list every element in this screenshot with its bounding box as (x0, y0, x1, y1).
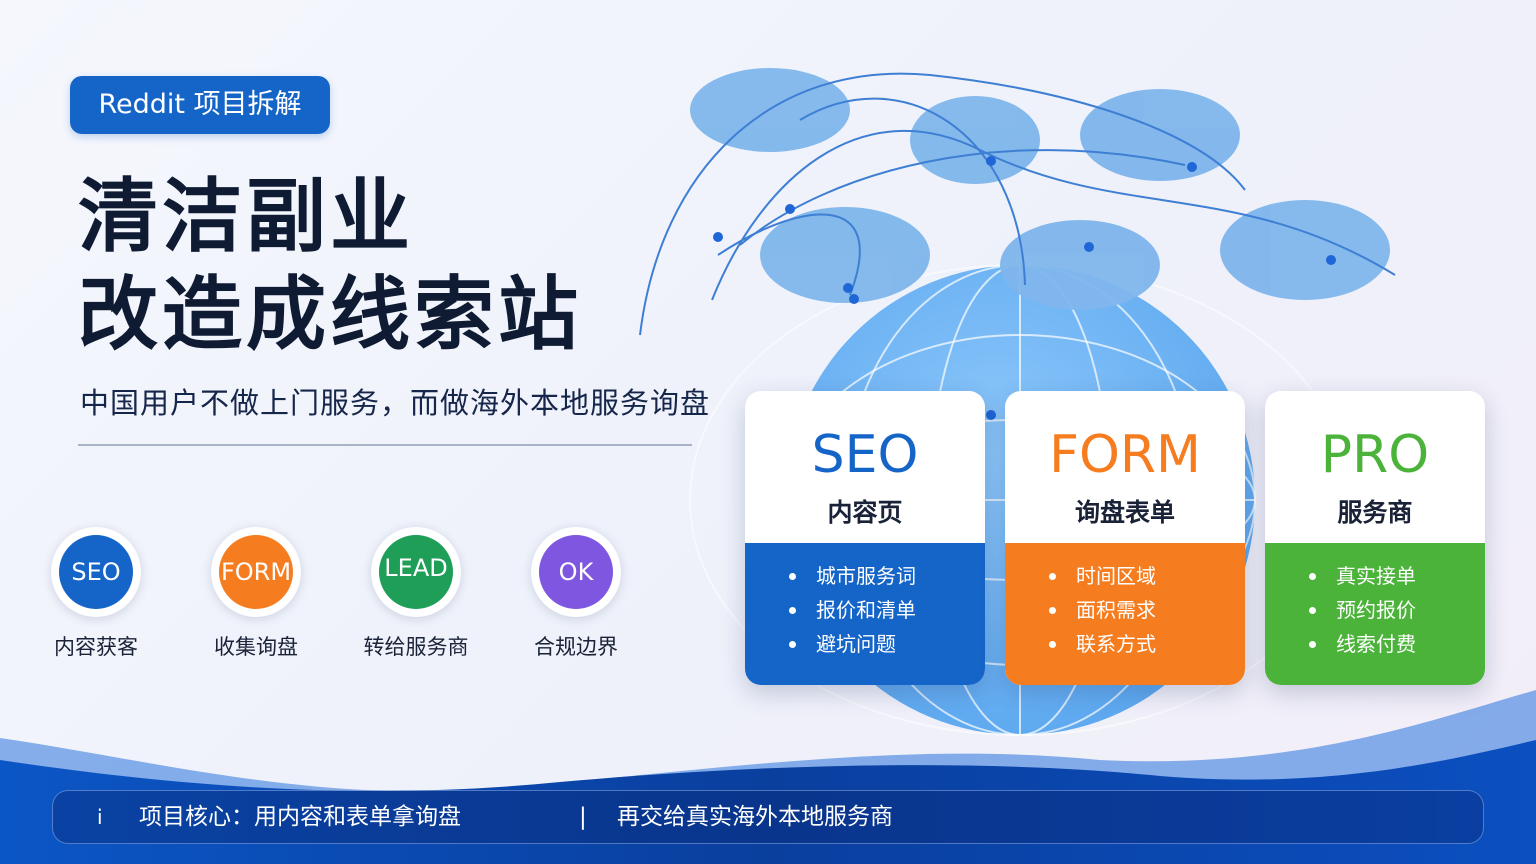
info-icon: i (97, 805, 103, 829)
list-item: 预约报价 (1309, 593, 1485, 627)
list-item: 真实接单 (1309, 559, 1485, 593)
step-form: FORM (211, 527, 301, 617)
footer-left-text: 项目核心：用内容和表单拿询盘 (139, 804, 461, 830)
card-form: FORM 询盘表单 时间区域 面积需求 联系方式 (1005, 391, 1245, 685)
list-item: 线索付费 (1309, 627, 1485, 661)
card-pro-name: 服务商 (1337, 498, 1413, 527)
page-title: 清洁副业 改造成线索站 (78, 168, 582, 364)
card-seo-list: 城市服务词 报价和清单 避坑问题 (745, 543, 985, 685)
step-lead-badge: LEAD (379, 535, 453, 609)
step-lead: LEAD (371, 527, 461, 617)
card-seo-head: SEO (811, 425, 919, 485)
footer-separator: | (579, 804, 587, 830)
list-item: 报价和清单 (789, 593, 985, 627)
list-item: 面积需求 (1049, 593, 1245, 627)
step-lead-label: 转给服务商 (363, 635, 469, 659)
footer-right-text: 再交给真实海外本地服务商 (617, 804, 893, 830)
list-item: 避坑问题 (789, 627, 985, 661)
card-form-name: 询盘表单 (1074, 498, 1175, 527)
card-seo-name: 内容页 (827, 498, 903, 527)
step-ok: OK (531, 527, 621, 617)
card-seo: SEO 内容页 城市服务词 报价和清单 避坑问题 (745, 391, 985, 685)
project-tag: Reddit 项目拆解 (70, 76, 330, 134)
list-item: 时间区域 (1049, 559, 1245, 593)
step-form-label: 收集询盘 (214, 635, 298, 659)
subtitle: 中国用户不做上门服务，而做海外本地服务询盘 (80, 386, 711, 420)
step-ok-label: 合规边界 (534, 635, 618, 659)
card-form-list: 时间区域 面积需求 联系方式 (1005, 543, 1245, 685)
step-seo: SEO (51, 527, 141, 617)
title-line-1: 清洁副业 (78, 170, 414, 263)
list-item: 城市服务词 (789, 559, 985, 593)
step-form-badge: FORM (219, 535, 293, 609)
list-item: 联系方式 (1049, 627, 1245, 661)
step-ok-badge: OK (539, 535, 613, 609)
title-line-2: 改造成线索站 (78, 268, 582, 361)
card-form-head: FORM (1049, 425, 1201, 485)
card-pro-list: 真实接单 预约报价 线索付费 (1265, 543, 1485, 685)
step-seo-label: 内容获客 (54, 635, 138, 659)
step-seo-badge: SEO (59, 535, 133, 609)
card-pro-head: PRO (1320, 425, 1430, 485)
divider (78, 444, 692, 446)
footer-bar: i 项目核心：用内容和表单拿询盘 | 再交给真实海外本地服务商 (52, 790, 1484, 844)
card-pro: PRO 服务商 真实接单 预约报价 线索付费 (1265, 391, 1485, 685)
